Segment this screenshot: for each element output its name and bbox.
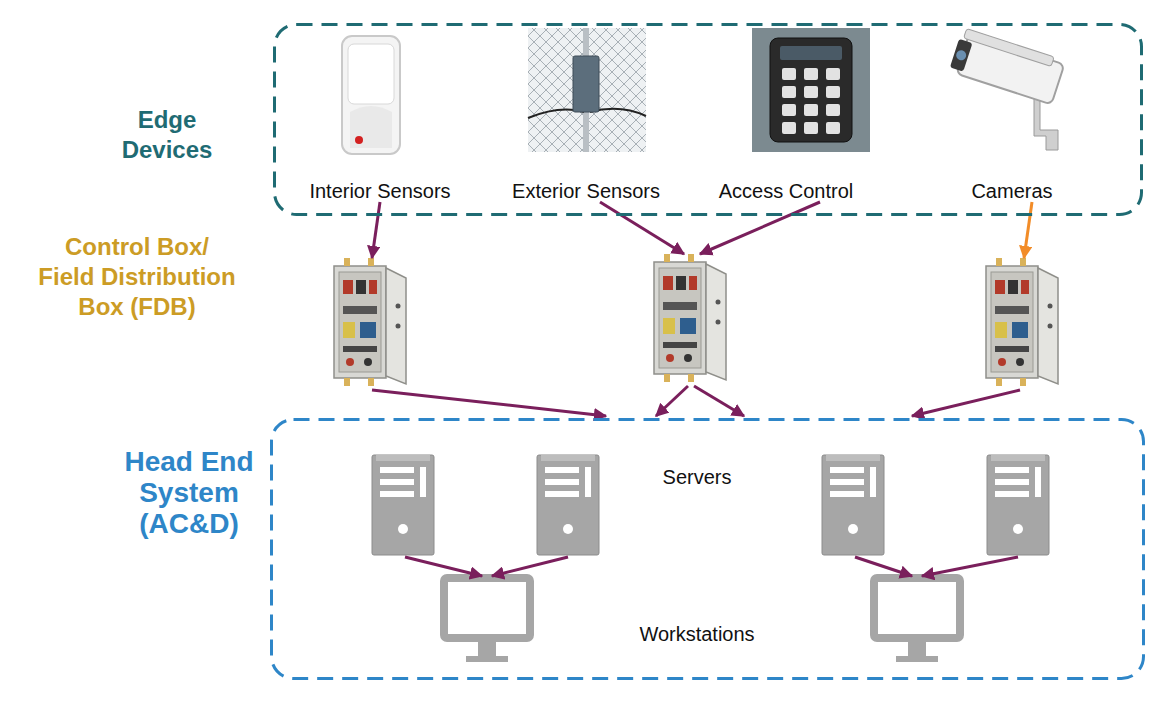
fence-sensor-icon <box>528 28 646 152</box>
dashed-boundary-line <box>275 25 1142 215</box>
device-caption: Interior Sensors <box>309 179 450 203</box>
wire-arrow <box>405 557 482 576</box>
keypad-icon <box>752 28 870 152</box>
motion-sensor-icon-part <box>348 44 394 104</box>
keypad-icon-part-part <box>826 68 840 80</box>
control-box <box>654 254 726 382</box>
camera-icon-part <box>1034 96 1058 150</box>
keypad-icon-part <box>780 46 842 60</box>
keypad-icon-part-part <box>782 86 796 98</box>
wire-arrow <box>372 202 380 258</box>
keypad-icon-part-part <box>804 86 818 98</box>
control-box <box>986 258 1058 386</box>
keypad-icon-part-part <box>804 104 818 116</box>
keypad-icon-part <box>752 28 870 152</box>
wire-arrow <box>1024 202 1032 258</box>
group-heading: Edge Devices <box>107 105 227 165</box>
wire-arrow <box>700 202 820 254</box>
camera-icon-part-part <box>950 39 973 72</box>
edge-device: Exterior Sensors <box>496 28 676 203</box>
fence-sensor-icon-part <box>573 56 599 112</box>
camera-icon-part <box>949 27 1066 104</box>
keypad-icon-part <box>770 38 852 142</box>
edge-device: Access Control <box>696 28 876 203</box>
device-caption: Exterior Sensors <box>512 179 660 203</box>
motion-sensor-icon <box>342 36 400 154</box>
wire-arrow <box>372 390 606 416</box>
group-heading: Head End System (AC&D) <box>114 446 264 539</box>
wire-arrow <box>912 390 1020 416</box>
component-label: Workstations <box>607 622 787 646</box>
keypad-icon-part-part <box>826 122 840 134</box>
wire-arrows <box>372 202 1032 576</box>
camera-icon-part-part <box>955 49 968 62</box>
motion-sensor-icon-part <box>342 36 400 154</box>
workstation-icon <box>444 578 530 662</box>
keypad-icon-part-part <box>782 122 796 134</box>
edge-device: Interior Sensors <box>290 28 470 203</box>
server-icon <box>372 455 434 555</box>
system-group: Edge DevicesInterior SensorsExterior Sen… <box>273 23 1143 216</box>
server-icon <box>537 455 599 555</box>
device-caption: Cameras <box>971 179 1052 203</box>
device-caption: Access Control <box>719 179 854 203</box>
workstation-icon <box>874 578 960 662</box>
server-icon <box>987 455 1049 555</box>
keypad-icon-part-part <box>826 104 840 116</box>
dashed-boundary-line <box>272 420 1144 679</box>
wire-arrow <box>855 557 912 576</box>
keypad-icon-part-part <box>804 68 818 80</box>
control-box <box>334 258 406 386</box>
component-label: Servers <box>637 465 757 489</box>
keypad-icon-part-part <box>826 86 840 98</box>
wire-arrow <box>656 386 688 416</box>
tier-label: Control Box/ Field Distribution Box (FDB… <box>36 232 238 322</box>
camera-icon-part-part <box>964 29 1055 67</box>
motion-sensor-icon-part <box>350 106 392 148</box>
keypad-icon-part <box>782 68 840 134</box>
camera-icon <box>949 27 1066 150</box>
wire-arrow <box>492 557 568 576</box>
keypad-icon-part-part <box>782 68 796 80</box>
motion-sensor-icon-part <box>355 136 363 144</box>
server-icon <box>822 455 884 555</box>
wire-arrow <box>922 557 1018 576</box>
keypad-icon-part-part <box>804 122 818 134</box>
wire-arrow <box>694 386 744 416</box>
keypad-icon-part-part <box>782 104 796 116</box>
edge-device: Cameras <box>922 28 1102 203</box>
wire-arrow <box>600 202 684 254</box>
fence-sensor-icon-part <box>528 28 646 152</box>
